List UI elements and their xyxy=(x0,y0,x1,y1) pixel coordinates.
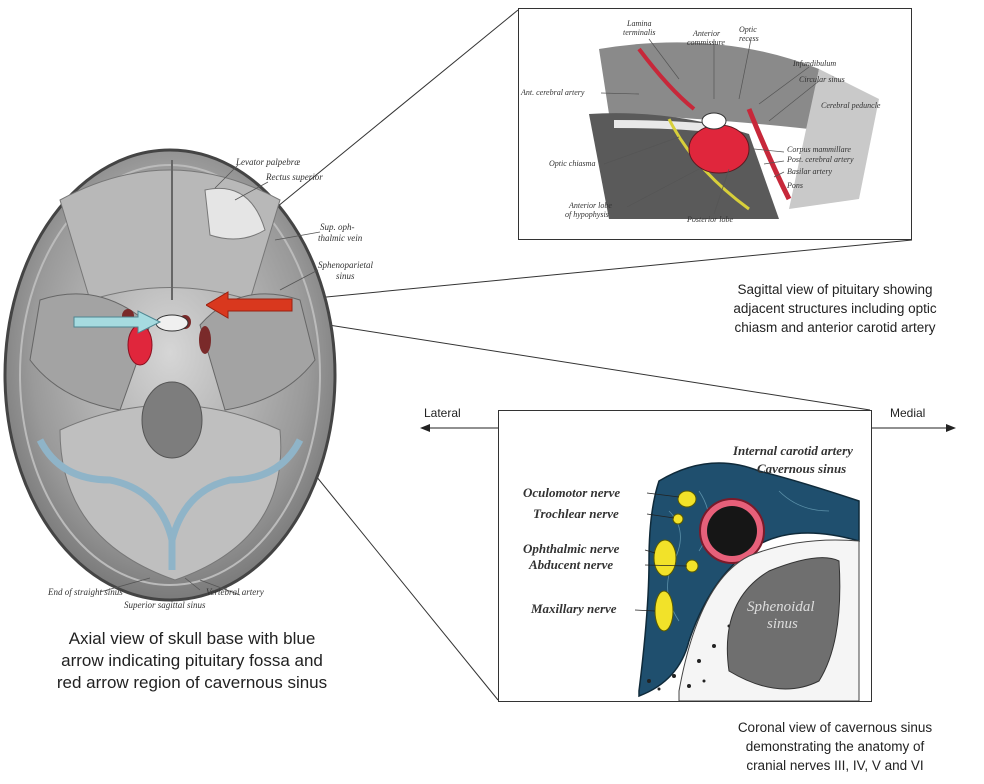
label-sup-oph: Sup. oph- xyxy=(320,222,355,232)
oculomotor-nerve xyxy=(678,491,696,507)
label-cerebral-peduncle: Cerebral peduncle xyxy=(821,101,880,110)
label-straight-sinus: End of straight sinus xyxy=(48,587,123,597)
label-ophthalmic: Ophthalmic nerve xyxy=(523,541,619,557)
label-sagittal-sinus: Superior sagittal sinus xyxy=(124,600,206,610)
label-post-lobe: Posterior lobe xyxy=(687,215,733,224)
coronal-panel: Internal carotid artery Cavernous sinus … xyxy=(498,410,872,702)
label-rectus: Rectus superior xyxy=(266,172,323,182)
label-post-cerebral: Post. cerebral artery xyxy=(787,155,854,164)
label-corpus: Corpus mammillare xyxy=(787,145,851,154)
label-optic-chiasma: Optic chiasma xyxy=(549,159,595,168)
label-lateral: Lateral xyxy=(424,406,461,420)
label-sphenoidal: Sphenoidal xyxy=(747,599,815,616)
axial-caption: Axial view of skull base with blue arrow… xyxy=(22,628,362,694)
label-lamina-2: terminalis xyxy=(623,28,655,37)
label-circular-sinus: Circular sinus xyxy=(799,75,845,84)
maxillary-nerve xyxy=(655,591,673,631)
label-pons: Pons xyxy=(787,181,803,190)
label-sphenoparietal: Sphenoparietal xyxy=(318,260,373,270)
blue-arrow xyxy=(72,310,162,334)
label-maxillary: Maxillary nerve xyxy=(531,601,617,617)
abducent-nerve xyxy=(686,560,698,572)
red-arrow xyxy=(206,290,296,320)
label-lamina: Lamina xyxy=(627,19,651,28)
label-levator: Levator palpebræ xyxy=(236,157,300,167)
label-optic-recess-2: recess xyxy=(739,34,759,43)
label-sup-oph-2: thalmic vein xyxy=(318,233,362,243)
label-cavernous-sinus: Cavernous sinus xyxy=(757,461,846,477)
label-vertebral-artery: Vertebral artery xyxy=(206,587,264,597)
label-abducent: Abducent nerve xyxy=(529,557,613,573)
label-ica: Internal carotid artery xyxy=(733,443,853,459)
label-sphenoidal-2: sinus xyxy=(767,616,798,633)
label-ant-cerebral: Ant. cerebral artery xyxy=(521,88,584,97)
label-oculomotor: Oculomotor nerve xyxy=(523,485,620,501)
label-ant-lobe: Anterior lobe xyxy=(569,201,612,210)
label-trochlear: Trochlear nerve xyxy=(533,506,619,522)
label-medial: Medial xyxy=(890,406,925,420)
label-ant-lobe-2: of hypophysis xyxy=(565,210,609,219)
label-optic-recess: Optic xyxy=(739,25,757,34)
ophthalmic-nerve xyxy=(654,540,676,576)
label-basilar: Basilar artery xyxy=(787,167,832,176)
label-sphenoparietal-2: sinus xyxy=(336,271,355,281)
coronal-caption: Coronal view of cavernous sinus demonstr… xyxy=(690,718,980,775)
pituitary-gland xyxy=(689,125,749,173)
sagittal-caption: Sagittal view of pituitary showing adjac… xyxy=(690,280,980,337)
label-infundibulum: Infundibulum xyxy=(793,59,836,68)
label-anterior-2: commissure xyxy=(687,38,725,47)
sagittal-panel: Lamina terminalis Anterior commissure Op… xyxy=(518,8,912,240)
trochlear-nerve xyxy=(673,514,683,524)
label-anterior: Anterior xyxy=(693,29,720,38)
